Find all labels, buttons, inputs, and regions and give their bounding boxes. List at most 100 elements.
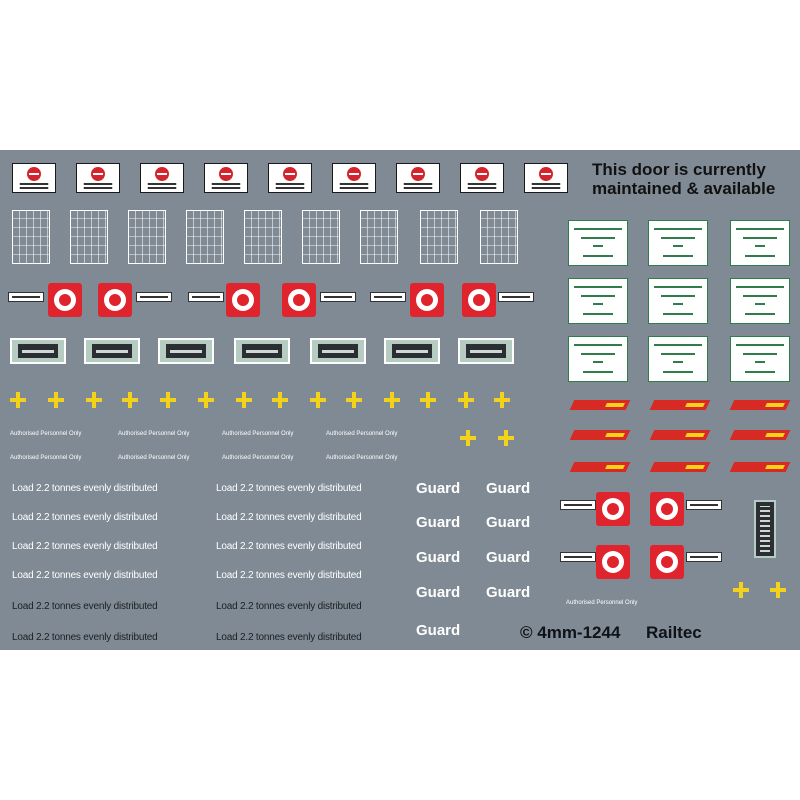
notice-board-icon bbox=[568, 278, 628, 324]
load-text: Load 2.2 tonnes evenly distributed bbox=[12, 632, 158, 643]
no-entry-sign-icon bbox=[332, 163, 376, 193]
load-text: Load 2.2 tonnes evenly distributed bbox=[12, 512, 158, 523]
yellow-cross-icon bbox=[420, 392, 436, 408]
panel-outline-icon bbox=[12, 210, 50, 264]
product-code: © 4mm-1244 bbox=[520, 623, 621, 642]
builders-plate-icon bbox=[234, 338, 290, 364]
headline-line-2: maintained & available bbox=[592, 179, 776, 198]
brand-name: Railtec bbox=[646, 623, 702, 642]
notice-board-icon bbox=[648, 336, 708, 382]
warning-strip-icon bbox=[729, 462, 791, 472]
yellow-cross-icon bbox=[160, 392, 176, 408]
builders-plate-icon bbox=[158, 338, 214, 364]
label-tag-icon bbox=[686, 552, 722, 562]
label-tag-icon bbox=[686, 500, 722, 510]
panel-outline-icon bbox=[70, 210, 108, 264]
yellow-cross-icon bbox=[10, 392, 26, 408]
decal-sheet: This door is currently maintained & avai… bbox=[0, 150, 800, 650]
builders-plate-icon bbox=[310, 338, 366, 364]
panel-outline-icon bbox=[360, 210, 398, 264]
fire-alarm-icon bbox=[650, 492, 684, 526]
authorised-text: Authorised Personnel Only bbox=[326, 455, 398, 461]
warning-strip-icon bbox=[649, 430, 711, 440]
label-tag-icon bbox=[136, 292, 172, 302]
no-entry-sign-icon bbox=[396, 163, 440, 193]
yellow-cross-icon bbox=[458, 392, 474, 408]
load-text: Load 2.2 tonnes evenly distributed bbox=[216, 512, 362, 523]
warning-strip-icon bbox=[569, 400, 631, 410]
yellow-cross-icon bbox=[460, 430, 476, 446]
authorised-text: Authorised Personnel Only bbox=[10, 455, 82, 461]
load-text: Load 2.2 tonnes evenly distributed bbox=[216, 601, 362, 612]
no-entry-sign-icon bbox=[140, 163, 184, 193]
tall-plate-icon bbox=[754, 500, 776, 558]
label-tag-icon bbox=[320, 292, 356, 302]
load-text: Load 2.2 tonnes evenly distributed bbox=[12, 483, 158, 494]
notice-board-icon bbox=[730, 220, 790, 266]
fire-alarm-icon bbox=[48, 283, 82, 317]
guard-text: Guard bbox=[416, 480, 461, 497]
load-text: Load 2.2 tonnes evenly distributed bbox=[12, 601, 158, 612]
warning-strip-icon bbox=[649, 462, 711, 472]
load-text: Load 2.2 tonnes evenly distributed bbox=[216, 483, 362, 494]
panel-outline-icon bbox=[186, 210, 224, 264]
guard-text: Guard bbox=[416, 622, 461, 639]
label-tag-icon bbox=[8, 292, 44, 302]
panel-outline-icon bbox=[420, 210, 458, 264]
authorised-text: Authorised Personnel Only bbox=[118, 455, 190, 461]
fire-alarm-icon bbox=[596, 545, 630, 579]
warning-strip-icon bbox=[729, 430, 791, 440]
notice-board-icon bbox=[568, 220, 628, 266]
warning-strip-icon bbox=[569, 462, 631, 472]
notice-board-icon bbox=[648, 220, 708, 266]
notice-board-icon bbox=[568, 336, 628, 382]
fire-alarm-icon bbox=[98, 283, 132, 317]
guard-text: Guard bbox=[416, 549, 461, 566]
load-text: Load 2.2 tonnes evenly distributed bbox=[216, 541, 362, 552]
fire-alarm-icon bbox=[226, 283, 260, 317]
fire-alarm-icon bbox=[596, 492, 630, 526]
load-text: Load 2.2 tonnes evenly distributed bbox=[216, 570, 362, 581]
builders-plate-icon bbox=[384, 338, 440, 364]
authorised-text: Authorised Personnel Only bbox=[566, 600, 638, 606]
guard-text: Guard bbox=[416, 514, 461, 531]
load-text: Load 2.2 tonnes evenly distributed bbox=[12, 570, 158, 581]
fire-alarm-icon bbox=[282, 283, 316, 317]
label-tag-icon bbox=[560, 500, 596, 510]
warning-strip-icon bbox=[569, 430, 631, 440]
yellow-cross-icon bbox=[198, 392, 214, 408]
yellow-cross-icon bbox=[236, 392, 252, 408]
warning-strip-icon bbox=[649, 400, 711, 410]
yellow-cross-icon bbox=[498, 430, 514, 446]
guard-text: Guard bbox=[486, 584, 531, 601]
yellow-cross-icon bbox=[384, 392, 400, 408]
fire-alarm-icon bbox=[650, 545, 684, 579]
no-entry-sign-icon bbox=[204, 163, 248, 193]
warning-strip-icon bbox=[729, 400, 791, 410]
yellow-cross-icon bbox=[310, 392, 326, 408]
load-text: Load 2.2 tonnes evenly distributed bbox=[216, 632, 362, 643]
no-entry-sign-icon bbox=[460, 163, 504, 193]
fire-alarm-icon bbox=[410, 283, 444, 317]
notice-board-icon bbox=[730, 278, 790, 324]
yellow-cross-icon bbox=[48, 392, 64, 408]
yellow-cross-icon bbox=[733, 582, 749, 598]
yellow-cross-icon bbox=[86, 392, 102, 408]
notice-board-icon bbox=[648, 278, 708, 324]
builders-plate-icon bbox=[458, 338, 514, 364]
yellow-cross-icon bbox=[770, 582, 786, 598]
load-text: Load 2.2 tonnes evenly distributed bbox=[12, 541, 158, 552]
panel-outline-icon bbox=[128, 210, 166, 264]
no-entry-sign-icon bbox=[12, 163, 56, 193]
no-entry-sign-icon bbox=[76, 163, 120, 193]
guard-text: Guard bbox=[486, 480, 531, 497]
authorised-text: Authorised Personnel Only bbox=[326, 431, 398, 437]
notice-board-icon bbox=[730, 336, 790, 382]
label-tag-icon bbox=[498, 292, 534, 302]
no-entry-sign-icon bbox=[268, 163, 312, 193]
authorised-text: Authorised Personnel Only bbox=[222, 431, 294, 437]
headline-line-1: This door is currently bbox=[592, 160, 766, 179]
panel-outline-icon bbox=[480, 210, 518, 264]
authorised-text: Authorised Personnel Only bbox=[222, 455, 294, 461]
authorised-text: Authorised Personnel Only bbox=[118, 431, 190, 437]
